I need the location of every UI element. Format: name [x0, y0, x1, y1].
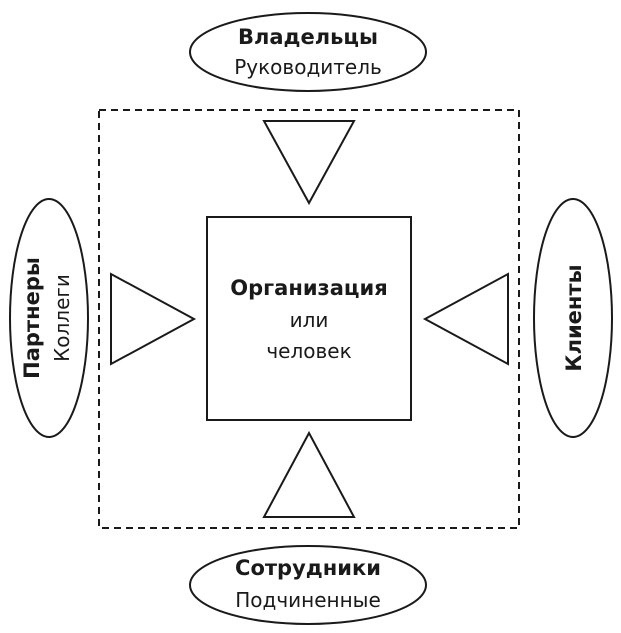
left-subtitle: Коллеги [50, 274, 74, 362]
center-title: Организация [230, 276, 387, 300]
environment-boundary [98, 109, 520, 529]
ellipse-right [533, 198, 613, 438]
arrow-left [110, 272, 197, 366]
bottom-title: Сотрудники [235, 556, 381, 580]
ellipse-bottom [189, 545, 427, 625]
top-title: Владельцы [238, 25, 378, 49]
right-title: Клиенты [562, 264, 586, 371]
center-box [206, 216, 412, 421]
arrow-top [262, 120, 356, 206]
arrow-bottom [262, 430, 356, 518]
center-line-2: или [290, 308, 329, 332]
ellipse-top [189, 12, 427, 92]
arrow-right [422, 272, 509, 366]
top-subtitle: Руководитель [234, 55, 382, 79]
left-title: Партнеры [20, 257, 44, 379]
ellipse-left [9, 198, 89, 438]
center-line-3: человек [266, 339, 351, 363]
bottom-subtitle: Подчиненные [235, 588, 381, 612]
